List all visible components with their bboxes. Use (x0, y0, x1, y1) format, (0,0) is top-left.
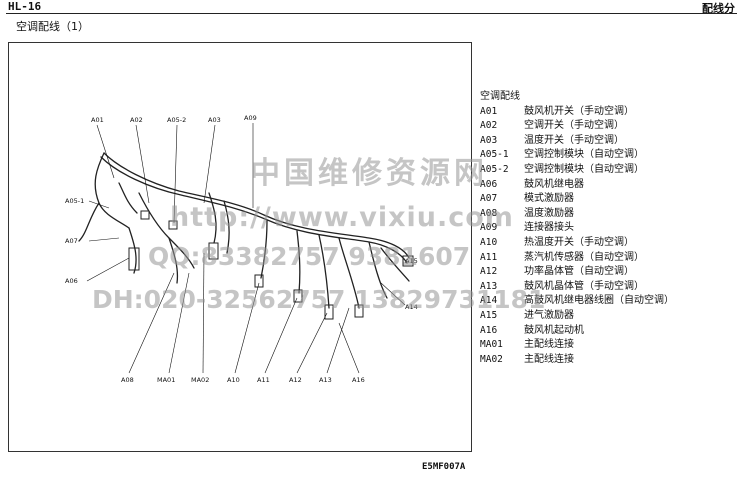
legend-item-code: MA02 (480, 353, 503, 365)
legend-item-code: A11 (480, 251, 498, 263)
legend-item: A13 鼓风机晶体管（手动空调） (480, 280, 674, 295)
legend-item-code: A14 (480, 295, 498, 307)
legend-item: MA01 主配线连接 (480, 338, 674, 353)
legend-item-desc: 空调控制模块（自动空调） (524, 163, 644, 175)
legend-item: A09 连接器接头 (480, 221, 674, 236)
section-title: 空调配线（1） (16, 20, 89, 33)
legend-item-code: A13 (480, 280, 498, 292)
label-a09: A09 (244, 114, 257, 122)
legend-item: A06 鼓风机继电器 (480, 178, 674, 193)
legend-item: A10 热温度开关（手动空调） (480, 236, 674, 251)
legend-item-code: MA01 (480, 339, 503, 351)
legend-item-code: A09 (480, 222, 498, 234)
header-rule (6, 13, 737, 14)
legend-item: A15 进气激励器 (480, 309, 674, 324)
legend-item-code: A07 (480, 193, 498, 205)
legend-item: A12 功率晶体管（自动空调） (480, 265, 674, 280)
legend-item: A11 蒸汽机传感器（自动空调） (480, 251, 674, 266)
diagram-code: E5MF007A (422, 462, 466, 472)
legend-item: A07 模式激励器 (480, 192, 674, 207)
legend-item-desc: 主配线连接 (524, 339, 574, 351)
label-ma01: MA01 (157, 376, 175, 384)
legend: 空调配线 A01 鼓风机开关（手动空调） A02 空调开关（手动空调） A03 温度开关（… (480, 90, 674, 367)
legend-item-desc: 鼓风机起动机 (524, 324, 584, 336)
legend-item-code: A08 (480, 207, 498, 219)
legend-item: A08 温度激励器 (480, 207, 674, 222)
legend-item-code: A06 (480, 178, 498, 190)
label-a05-2: A05-2 (167, 116, 186, 124)
legend-item-desc: 鼓风机晶体管（手动空调） (524, 280, 644, 292)
label-ma02: MA02 (191, 376, 209, 384)
legend-item-desc: 温度开关（手动空调） (524, 134, 624, 146)
label-a11: A11 (257, 376, 270, 384)
legend-item-code: A10 (480, 236, 498, 248)
label-a03: A03 (208, 116, 221, 124)
harness-drawing: A01 A02 A05-2 A03 A09 A05-1 A07 A06 A15 … (65, 114, 418, 384)
legend-item-code: A16 (480, 324, 498, 336)
legend-item: A05-2 空调控制模块（自动空调） (480, 163, 674, 178)
legend-item: A05-1 空调控制模块（自动空调） (480, 148, 674, 163)
legend-item-desc: 高鼓风机继电器线圈（自动空调） (524, 295, 674, 307)
legend-item-code: A05-1 (480, 149, 509, 161)
legend-item-desc: 模式激励器 (524, 193, 574, 205)
label-a05-1: A05-1 (65, 197, 84, 205)
legend-item-desc: 进气激励器 (524, 309, 574, 321)
legend-item: A14 高鼓风机继电器线圈（自动空调） (480, 294, 674, 309)
legend-item-desc: 鼓风机开关（手动空调） (524, 105, 634, 117)
legend-item-desc: 鼓风机继电器 (524, 178, 584, 190)
legend-item: A03 温度开关（手动空调） (480, 134, 674, 149)
harness-trunk (103, 152, 410, 259)
legend-item: A02 空调开关（手动空调） (480, 119, 674, 134)
legend-item: A01 鼓风机开关（手动空调） (480, 105, 674, 120)
legend-item-desc: 温度激励器 (524, 207, 574, 219)
legend-item-desc: 热温度开关（手动空调） (524, 236, 634, 248)
legend-item: A16 鼓风机起动机 (480, 324, 674, 339)
chapter-title: 配线分 (702, 2, 735, 15)
label-a12: A12 (289, 376, 302, 384)
label-a07: A07 (65, 237, 78, 245)
legend-item-code: A02 (480, 120, 498, 132)
legend-item-code: A05-2 (480, 163, 509, 175)
label-a15: A15 (405, 257, 418, 265)
label-a10: A10 (227, 376, 240, 384)
label-a16: A16 (352, 376, 365, 384)
legend-list: A01 鼓风机开关（手动空调） A02 空调开关（手动空调） A03 温度开关（手动空调）… (480, 105, 674, 368)
legend-item-desc: 蒸汽机传感器（自动空调） (524, 251, 644, 263)
legend-item-desc: 主配线连接 (524, 353, 574, 365)
legend-item-desc: 连接器接头 (524, 222, 574, 234)
legend-item: MA02 主配线连接 (480, 353, 674, 368)
legend-item-code: A03 (480, 134, 498, 146)
legend-item-desc: 空调开关（手动空调） (524, 120, 624, 132)
label-a01: A01 (91, 116, 104, 124)
label-a14: A14 (405, 303, 418, 311)
legend-item-code: A01 (480, 105, 498, 117)
label-a06: A06 (65, 277, 78, 285)
legend-item-desc: 功率晶体管（自动空调） (524, 266, 634, 278)
legend-title: 空调配线 (480, 91, 520, 102)
label-a08: A08 (121, 376, 134, 384)
label-a02: A02 (130, 116, 143, 124)
page-number: HL-16 (8, 0, 42, 13)
legend-item-code: A12 (480, 266, 498, 278)
legend-item-code: A15 (480, 309, 498, 321)
wiring-diagram: A01 A02 A05-2 A03 A09 A05-1 A07 A06 A15 … (8, 42, 472, 452)
legend-item-desc: 空调控制模块（自动空调） (524, 149, 644, 161)
label-a13: A13 (319, 376, 332, 384)
